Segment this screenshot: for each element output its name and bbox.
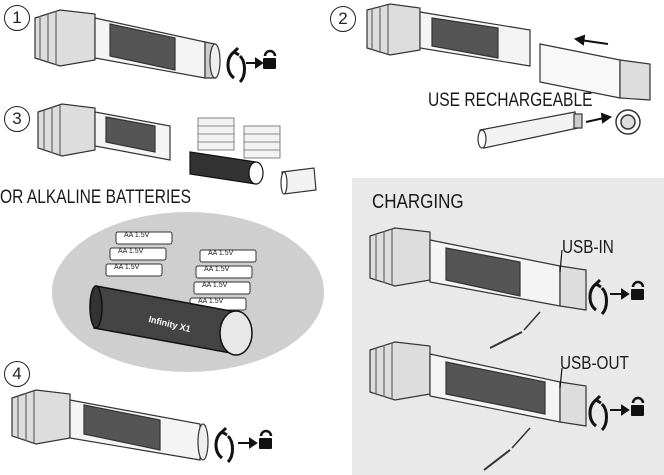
- battery-grid-left: [197, 117, 235, 151]
- lock-icon: [631, 280, 645, 300]
- twist-arrow-icon: [588, 278, 608, 316]
- flashlight-4: [11, 389, 209, 461]
- battery-grid-right: [243, 125, 281, 159]
- lock-icon: [259, 429, 273, 449]
- arrow-right-icon: [610, 288, 630, 300]
- arrow-right-icon: [246, 57, 264, 69]
- usb-cable-in: [489, 311, 541, 349]
- step-3-number: 3: [4, 106, 30, 132]
- aa-label-3: AA 1.5V: [114, 264, 140, 271]
- arrow-right-icon: [238, 437, 258, 449]
- battery-caddy: [189, 151, 264, 185]
- twist-arrow-icon: [588, 394, 608, 432]
- lock-icon: [263, 49, 277, 69]
- flashlight-2: [366, 3, 651, 101]
- step-4-number: 4: [4, 361, 30, 387]
- twist-arrow-icon: [226, 46, 246, 84]
- flashlight-3: [37, 103, 171, 161]
- aa-label-5: AA 1.5V: [204, 266, 230, 273]
- end-cap: [615, 109, 641, 135]
- step-2-number: 2: [330, 6, 356, 32]
- charging-title: CHARGING: [372, 191, 464, 213]
- arrow-right-icon: [610, 404, 630, 416]
- usb-out-label: USB-OUT: [560, 353, 629, 373]
- aa-label-7: AA 1.5V: [198, 298, 224, 305]
- charging-panel: [352, 178, 664, 475]
- flashlight-1: [34, 9, 221, 79]
- end-cap: [280, 167, 317, 195]
- aa-label-6: AA 1.5V: [202, 282, 228, 289]
- alkaline-label: OR ALKALINE BATTERIES: [0, 187, 192, 208]
- rechargeable-battery: [477, 111, 583, 149]
- aa-label-1: AA 1.5V: [124, 232, 150, 239]
- flashlight-usb-out: [369, 341, 587, 427]
- usb-in-label: USB-IN: [562, 237, 614, 257]
- aa-battery-stack: [105, 231, 257, 311]
- arrow-right-icon: [585, 112, 613, 124]
- aa-label-4: AA 1.5V: [208, 250, 234, 257]
- battery-caddy-large: [89, 285, 253, 356]
- arrow-left-icon: [573, 34, 609, 46]
- aa-label-2: AA 1.5V: [118, 248, 144, 255]
- flashlight-usb-in: [369, 227, 587, 311]
- lock-icon: [631, 396, 645, 416]
- usb-cable-out: [483, 427, 531, 471]
- rechargeable-label: USE RECHARGEABLE: [428, 90, 593, 111]
- step-1-number: 1: [4, 5, 30, 31]
- twist-arrow-icon: [214, 426, 234, 464]
